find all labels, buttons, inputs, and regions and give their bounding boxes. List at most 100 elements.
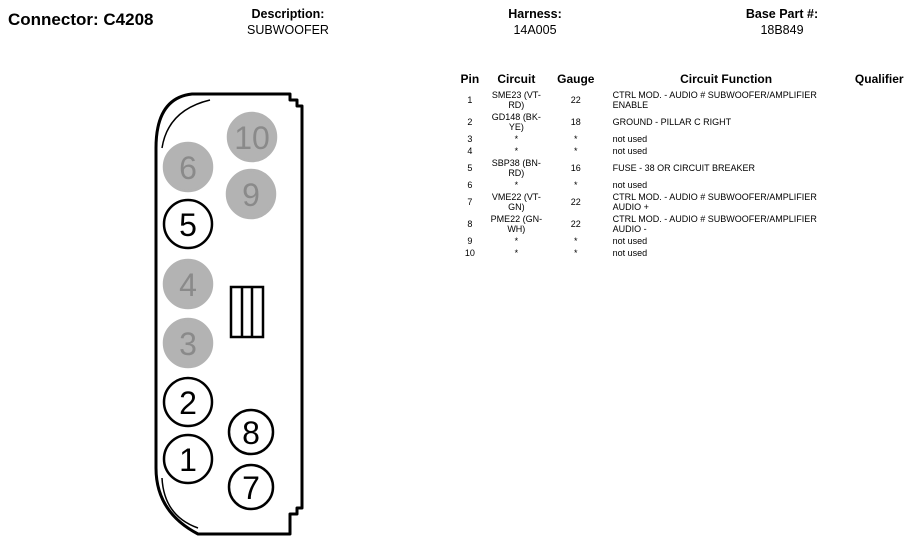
pin-3-circle bbox=[162, 317, 214, 369]
cell-function: CTRL MOD. - AUDIO # SUBWOOFER/AMPLIFIER … bbox=[612, 192, 817, 212]
pin-3: 3 bbox=[162, 317, 214, 369]
cell-circuit: PME22 (GN-WH) bbox=[490, 214, 543, 234]
cell-circuit: * bbox=[514, 134, 519, 144]
cell-pin: 8 bbox=[467, 219, 473, 229]
base-part-block: Base Part #: 18B849 bbox=[702, 7, 862, 37]
cell-pin: 3 bbox=[467, 134, 473, 144]
table-row: 1 SME23 (VT-RD) 22 CTRL MOD. - AUDIO # S… bbox=[452, 89, 913, 111]
pin-5-circle bbox=[162, 198, 214, 250]
pin-6-circle bbox=[162, 141, 214, 193]
pin-5: 5 bbox=[162, 198, 214, 250]
pin-2: 2 bbox=[162, 376, 214, 428]
cell-pin: 4 bbox=[467, 146, 473, 156]
cell-gauge: 18 bbox=[570, 117, 581, 127]
header-gauge: Gauge bbox=[557, 72, 595, 86]
header-circuit-function: Circuit Function bbox=[680, 72, 773, 86]
pin-6: 6 bbox=[162, 141, 214, 193]
cell-qualifier bbox=[846, 247, 913, 259]
pin-4-label: 4 bbox=[179, 267, 197, 303]
table-row: 10 * * not used bbox=[452, 247, 913, 259]
cell-pin: 9 bbox=[467, 236, 473, 246]
pin-8-circle bbox=[227, 408, 275, 456]
locking-tab bbox=[229, 285, 265, 339]
cell-function: CTRL MOD. - AUDIO # SUBWOOFER/AMPLIFIER … bbox=[612, 90, 817, 110]
pin-10: 10 bbox=[226, 111, 278, 163]
cell-circuit: SBP38 (BN-RD) bbox=[491, 158, 541, 178]
cell-qualifier bbox=[846, 179, 913, 191]
cell-circuit: * bbox=[514, 248, 519, 258]
cell-function: not used bbox=[612, 180, 648, 190]
pin-8: 8 bbox=[227, 408, 275, 456]
cell-circuit: GD148 (BK-YE) bbox=[491, 112, 541, 132]
pinout-header-row: Pin Circuit Gauge Circuit Function Quali… bbox=[452, 72, 913, 89]
description-label: Description: bbox=[251, 7, 325, 21]
cell-function: CTRL MOD. - AUDIO # SUBWOOFER/AMPLIFIER … bbox=[612, 214, 817, 234]
cell-gauge: * bbox=[574, 146, 578, 156]
connector-housing-outline bbox=[154, 92, 304, 536]
cell-qualifier bbox=[846, 235, 913, 247]
connector-title: Connector: C4208 bbox=[8, 10, 154, 29]
cell-gauge: * bbox=[574, 248, 578, 258]
connector-inner-edge bbox=[161, 99, 211, 149]
pin-7-label: 7 bbox=[242, 470, 260, 506]
cell-function: not used bbox=[612, 236, 648, 246]
cell-gauge: 22 bbox=[570, 95, 581, 105]
cell-circuit: * bbox=[514, 146, 519, 156]
cell-gauge: * bbox=[574, 180, 578, 190]
table-row: 2 GD148 (BK-YE) 18 GROUND - PILLAR C RIG… bbox=[452, 111, 913, 133]
cell-function: FUSE - 38 OR CIRCUIT BREAKER bbox=[612, 163, 755, 173]
cell-pin: 5 bbox=[467, 163, 473, 173]
pin-6-label: 6 bbox=[179, 150, 197, 186]
pin-1-circle bbox=[162, 433, 214, 485]
table-row: 9 * * not used bbox=[452, 235, 913, 247]
cell-circuit: * bbox=[514, 236, 519, 246]
base-part-value: 18B849 bbox=[760, 23, 804, 37]
pinout-table: Pin Circuit Gauge Circuit Function Quali… bbox=[452, 72, 913, 259]
cell-circuit: SME23 (VT-RD) bbox=[491, 90, 541, 110]
description-block: Description: SUBWOOFER bbox=[208, 7, 368, 37]
cell-function: not used bbox=[612, 134, 648, 144]
header-qualifier: Qualifier bbox=[854, 72, 904, 86]
cell-qualifier bbox=[846, 191, 913, 213]
table-row: 8 PME22 (GN-WH) 22 CTRL MOD. - AUDIO # S… bbox=[452, 213, 913, 235]
header-pin: Pin bbox=[460, 72, 480, 86]
pin-3-label: 3 bbox=[179, 326, 197, 362]
cell-function: not used bbox=[612, 146, 648, 156]
pin-9: 9 bbox=[225, 168, 277, 220]
pin-9-label: 9 bbox=[242, 177, 260, 213]
header-circuit: Circuit bbox=[497, 72, 536, 86]
cell-gauge: * bbox=[574, 134, 578, 144]
cell-circuit: * bbox=[514, 180, 519, 190]
cell-qualifier bbox=[846, 145, 913, 157]
cell-function: GROUND - PILLAR C RIGHT bbox=[612, 117, 732, 127]
pin-1-label: 1 bbox=[179, 442, 197, 478]
pin-4: 4 bbox=[162, 258, 214, 310]
cell-gauge: 16 bbox=[570, 163, 581, 173]
cell-qualifier bbox=[846, 111, 913, 133]
cell-pin: 2 bbox=[467, 117, 473, 127]
pin-7-circle bbox=[227, 463, 275, 511]
cell-qualifier bbox=[846, 133, 913, 145]
cell-circuit: VME22 (VT-GN) bbox=[491, 192, 541, 212]
cell-gauge: 22 bbox=[570, 219, 581, 229]
connector-face-diagram: 10 9 6 5 4 3 2 1 8 7 bbox=[154, 92, 304, 536]
pin-5-label: 5 bbox=[179, 207, 197, 243]
cell-pin: 10 bbox=[464, 248, 475, 258]
pin-9-circle bbox=[225, 168, 277, 220]
cell-function: not used bbox=[612, 248, 648, 258]
table-row: 3 * * not used bbox=[452, 133, 913, 145]
connector-inner-edge-bottom bbox=[161, 477, 199, 529]
cell-pin: 1 bbox=[467, 95, 473, 105]
cell-qualifier bbox=[846, 157, 913, 179]
table-row: 4 * * not used bbox=[452, 145, 913, 157]
cell-gauge: 22 bbox=[570, 197, 581, 207]
pin-7: 7 bbox=[227, 463, 275, 511]
pin-10-label: 10 bbox=[234, 120, 270, 156]
cell-pin: 6 bbox=[467, 180, 473, 190]
table-row: 7 VME22 (VT-GN) 22 CTRL MOD. - AUDIO # S… bbox=[452, 191, 913, 213]
cell-qualifier bbox=[846, 89, 913, 111]
harness-block: Harness: 14A005 bbox=[455, 7, 615, 37]
pin-1: 1 bbox=[162, 433, 214, 485]
table-row: 6 * * not used bbox=[452, 179, 913, 191]
pin-10-circle bbox=[226, 111, 278, 163]
